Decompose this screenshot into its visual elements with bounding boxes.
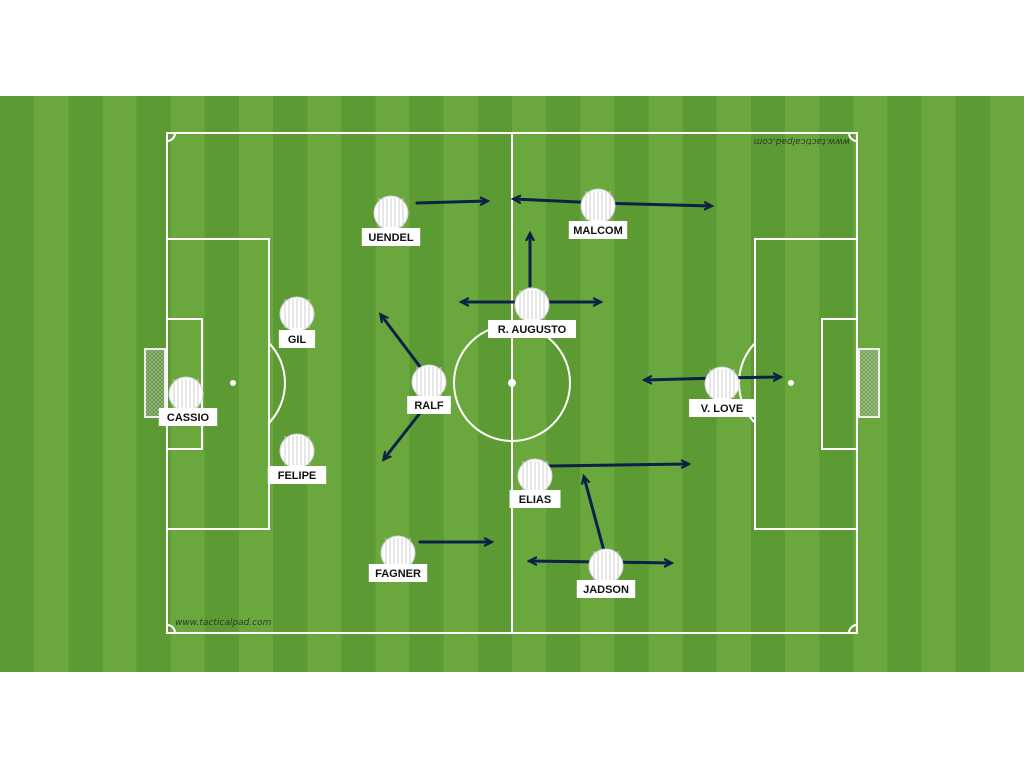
player-malcom[interactable]: MALCOM [568, 188, 628, 239]
player-name-label: GIL [288, 334, 307, 346]
player-label-box [576, 580, 636, 598]
player-label-box [488, 320, 576, 338]
arrow-elias-forward [548, 464, 688, 466]
grass-stripe [341, 96, 377, 672]
player-uendel[interactable]: UENDEL [361, 195, 421, 246]
player-v_love[interactable]: V. LOVE [689, 366, 755, 417]
player-name-label: FELIPE [278, 470, 317, 482]
centre-spot [508, 379, 516, 387]
grass-stripe [273, 96, 308, 672]
grass-stripe [0, 96, 35, 672]
corner-arc-bottom-right [848, 624, 858, 634]
player-name-label: RALF [414, 400, 444, 412]
left-penalty-spot [230, 380, 236, 386]
player-r_augusto[interactable]: R. AUGUSTO [488, 287, 576, 338]
player-name-label: UENDEL [368, 232, 414, 244]
grass-stripe [477, 96, 513, 672]
grass-stripe [375, 96, 411, 672]
player-cassio[interactable]: CASSIO [158, 376, 218, 426]
arrow-ralf-upleft [381, 315, 426, 374]
corner-arc-bottom-left [166, 624, 176, 634]
grass-stripe [34, 96, 69, 672]
arrow-malcom-forward [598, 203, 711, 206]
player-label-box [158, 408, 218, 426]
corner-arc-top-left [166, 132, 176, 142]
player-label-box [689, 399, 755, 417]
grass-stripe [955, 96, 991, 672]
grass-stripe [68, 96, 103, 672]
grass-stripe [443, 96, 479, 672]
watermark-bottom: www.tacticalpad.com [175, 618, 272, 628]
player-elias[interactable]: ELIAS [509, 458, 561, 508]
player-ralf[interactable]: RALF [407, 364, 451, 414]
player-name-label: CASSIO [167, 412, 210, 424]
right-goal-area [821, 318, 858, 450]
pitch-markings [166, 132, 858, 634]
player-label-box [278, 330, 316, 348]
right-penalty-spot [788, 380, 794, 386]
player-label-box [361, 228, 421, 246]
grass-stripe [238, 96, 274, 672]
player-fagner[interactable]: FAGNER [368, 535, 428, 582]
player-label-box [568, 221, 628, 239]
arrow-jadson-left [530, 561, 602, 562]
watermark-top: www.tacticalpad.com [753, 136, 850, 146]
grass-stripe [102, 96, 138, 672]
left-goal-net [144, 348, 166, 418]
grass-stripe [512, 96, 547, 672]
player-name-label: JADSON [583, 584, 629, 596]
player-label-box [267, 466, 327, 484]
grass-stripe [750, 96, 786, 672]
player-gil[interactable]: GIL [278, 296, 316, 348]
player-name-label: V. LOVE [701, 403, 743, 415]
arrow-ralf-downleft [384, 411, 422, 459]
grass-stripe [819, 96, 854, 672]
player-name-label: MALCOM [573, 225, 623, 237]
players-layer: CASSIO GIL FELIPE UENDEL FAGNER RALF R. AUGUST… [158, 188, 755, 598]
left-goal-area [166, 318, 203, 450]
player-name-label: FAGNER [375, 568, 421, 580]
grass-stripe [648, 96, 684, 672]
player-name-label: ELIAS [519, 494, 551, 506]
player-label-box [509, 490, 561, 508]
corner-arc-top-right [848, 132, 858, 142]
arrow-jadson-up [584, 477, 606, 553]
grass-stripe [921, 96, 957, 672]
player-label-box [407, 396, 451, 414]
grass-stripe [546, 96, 581, 672]
left-penalty-arc [268, 342, 286, 424]
grass-stripe [307, 96, 342, 672]
player-label-box [368, 564, 428, 582]
grass-stripe [989, 96, 1024, 672]
arrow-uendel-forward [415, 201, 487, 203]
player-name-label: R. AUGUSTO [498, 324, 567, 336]
player-jadson[interactable]: JADSON [576, 548, 636, 598]
grass-stripe [887, 96, 923, 672]
right-goal-net [858, 348, 880, 418]
player-felipe[interactable]: FELIPE [267, 433, 327, 484]
